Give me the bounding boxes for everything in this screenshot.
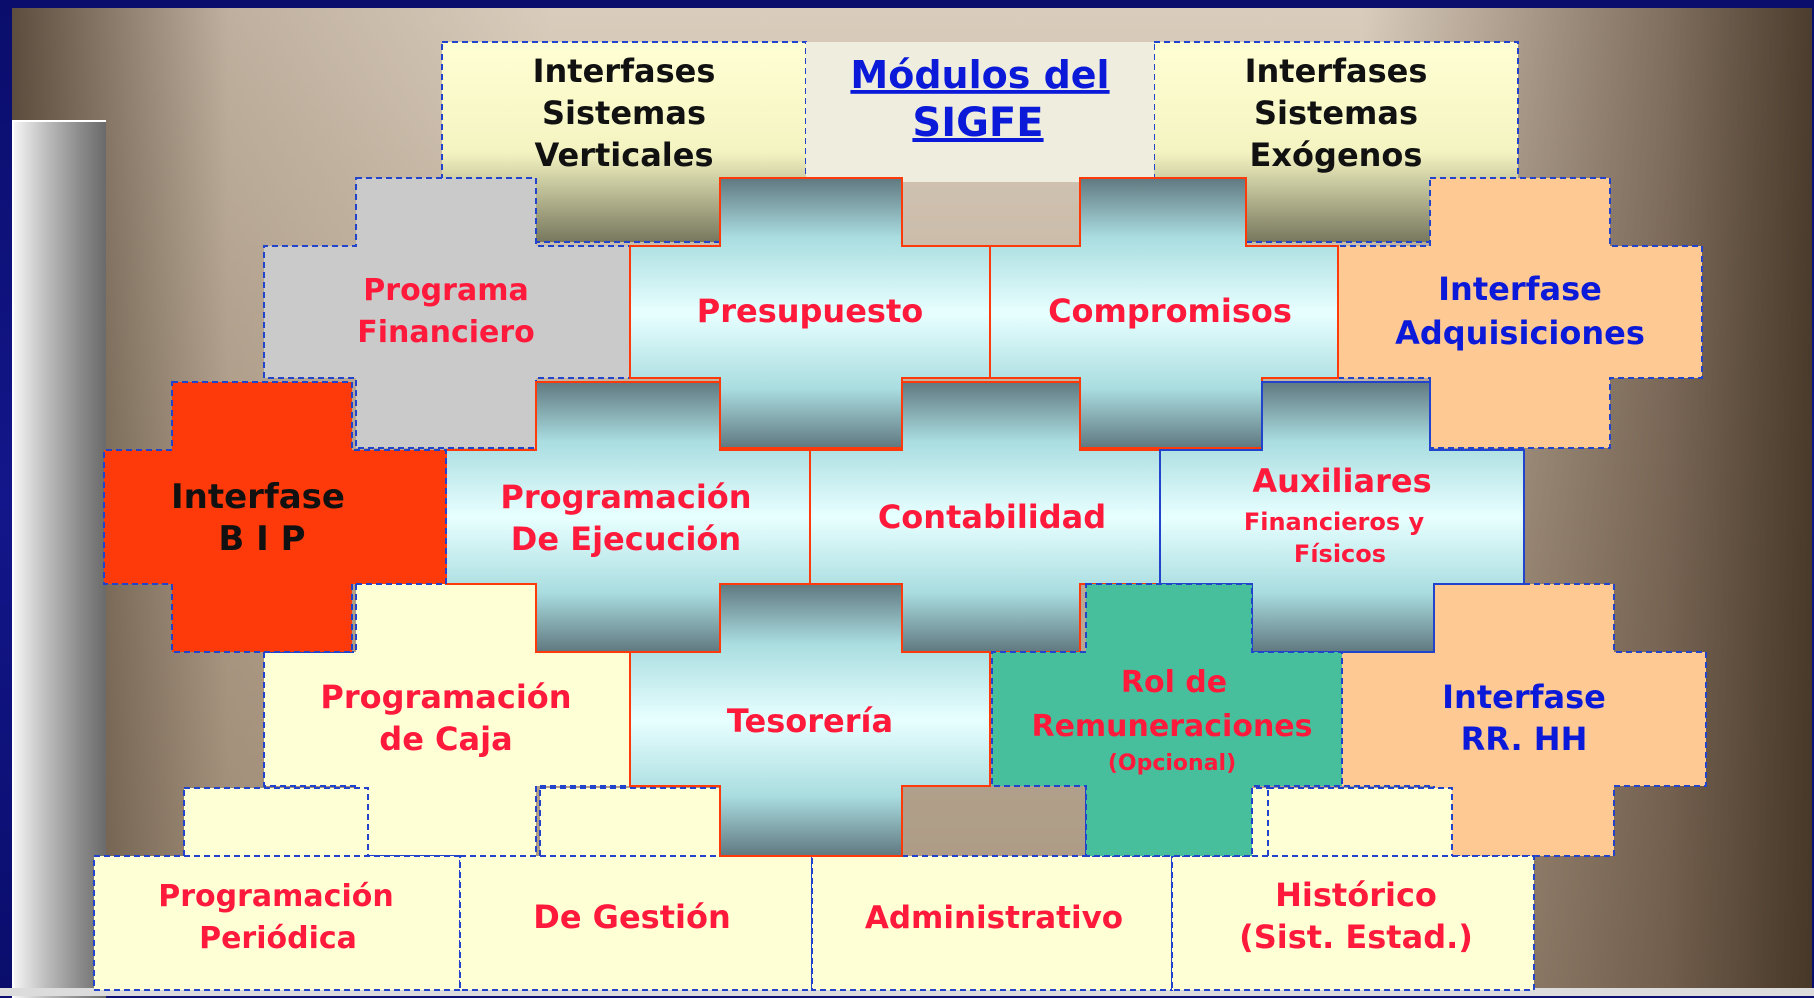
tesoreria-label: Tesorería bbox=[727, 702, 893, 740]
auxiliares-line1: Auxiliares bbox=[1252, 462, 1431, 500]
prog-ejecucion-line1: Programación bbox=[500, 478, 751, 516]
contabilidad-label: Contabilidad bbox=[878, 498, 1106, 536]
exogenos-line1: Interfases bbox=[1245, 52, 1428, 90]
prog-caja-line2: de Caja bbox=[379, 720, 512, 758]
prog-caja-line1: Programación bbox=[320, 678, 571, 716]
bip-line1: Interfase bbox=[171, 477, 345, 517]
exogenos-line2: Sistemas bbox=[1254, 94, 1418, 132]
compromisos-label: Compromisos bbox=[1048, 292, 1292, 330]
interfase-adquisiciones-tile bbox=[1337, 177, 1703, 449]
bottom-row-tiles bbox=[93, 787, 1535, 991]
historico-line2: (Sist. Estad.) bbox=[1239, 918, 1473, 956]
adquisiciones-line1: Interfase bbox=[1438, 270, 1602, 308]
programa-financiero-tile bbox=[263, 177, 631, 449]
title-box bbox=[806, 42, 1154, 182]
diagram-title-line2: SIGFE bbox=[912, 100, 1043, 146]
prog-periodica-line1: Programación bbox=[158, 879, 393, 914]
presupuesto-label: Presupuesto bbox=[697, 292, 923, 330]
bottom-strip bbox=[0, 988, 1814, 996]
rol-remuneraciones-tile bbox=[991, 583, 1343, 857]
verticales-line3: Verticales bbox=[534, 136, 713, 174]
rol-line3: (Opcional) bbox=[1108, 751, 1236, 776]
bip-line2: B I P bbox=[218, 519, 305, 559]
rrhh-line1: Interfase bbox=[1442, 678, 1606, 716]
diagram-title-line1: Módulos del bbox=[850, 53, 1109, 97]
programa-financiero-line1: Programa bbox=[363, 273, 528, 308]
left-decorative-bar bbox=[12, 120, 106, 998]
administrativo-label: Administrativo bbox=[865, 900, 1123, 936]
auxiliares-line3: Físicos bbox=[1294, 540, 1386, 568]
verticales-line1: Interfases bbox=[533, 52, 716, 90]
programa-financiero-line2: Financiero bbox=[357, 315, 535, 350]
interfase-bip-tile bbox=[103, 381, 447, 653]
exogenos-line3: Exógenos bbox=[1250, 136, 1423, 174]
adquisiciones-line2: Adquisiciones bbox=[1395, 314, 1645, 352]
historico-line1: Histórico bbox=[1275, 876, 1437, 914]
tesoreria-tile bbox=[629, 583, 991, 857]
auxiliares-line2: Financieros y bbox=[1244, 508, 1425, 536]
prog-periodica-line2: Periódica bbox=[199, 921, 357, 956]
rol-line1: Rol de bbox=[1121, 665, 1227, 700]
auxiliares-tile bbox=[1159, 381, 1525, 653]
verticales-line2: Sistemas bbox=[542, 94, 706, 132]
prog-ejecucion-line2: De Ejecución bbox=[511, 520, 741, 558]
de-gestion-label: De Gestión bbox=[533, 898, 730, 936]
rrhh-line2: RR. HH bbox=[1461, 720, 1588, 758]
rol-line2: Remuneraciones bbox=[1031, 709, 1312, 744]
